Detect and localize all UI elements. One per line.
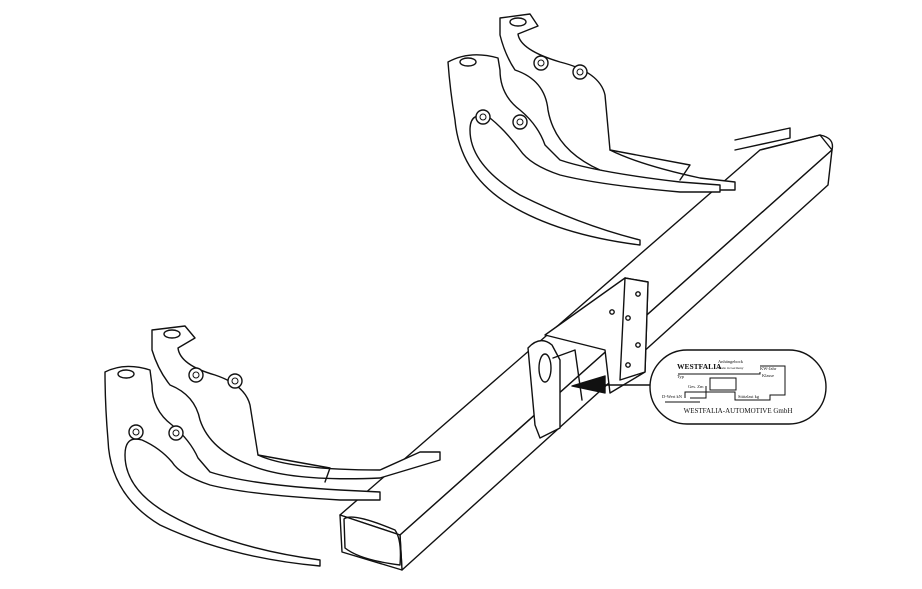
plate-brand: WESTFALIA <box>677 362 722 371</box>
plate-klasse-label: Klasse <box>762 373 774 378</box>
plate-footer: WESTFALIA-AUTOMOTIVE GmbH <box>684 407 793 415</box>
mounting-plate <box>527 277 651 439</box>
plate-dwert-label: D-Wert kN <box>662 394 683 399</box>
bracket-near-inner <box>104 365 381 567</box>
plate-title: Anhängebock <box>718 359 744 364</box>
plate-ges-label: Ges. Zm <box>688 384 704 389</box>
plate-stutzlast-label: Stützlast kg <box>738 394 760 399</box>
plate-subtitle: Made in Germany <box>718 366 744 370</box>
bracket-far-outer <box>499 13 736 191</box>
plate-typ-label: Typ <box>677 374 685 379</box>
bracket-near-outer <box>151 325 441 480</box>
type-plate: WESTFALIA Anhängebock Made in Germany Ty… <box>649 349 827 425</box>
bracket-far-inner <box>447 54 791 246</box>
plate-kw-label: KW-Jahr <box>760 366 777 371</box>
